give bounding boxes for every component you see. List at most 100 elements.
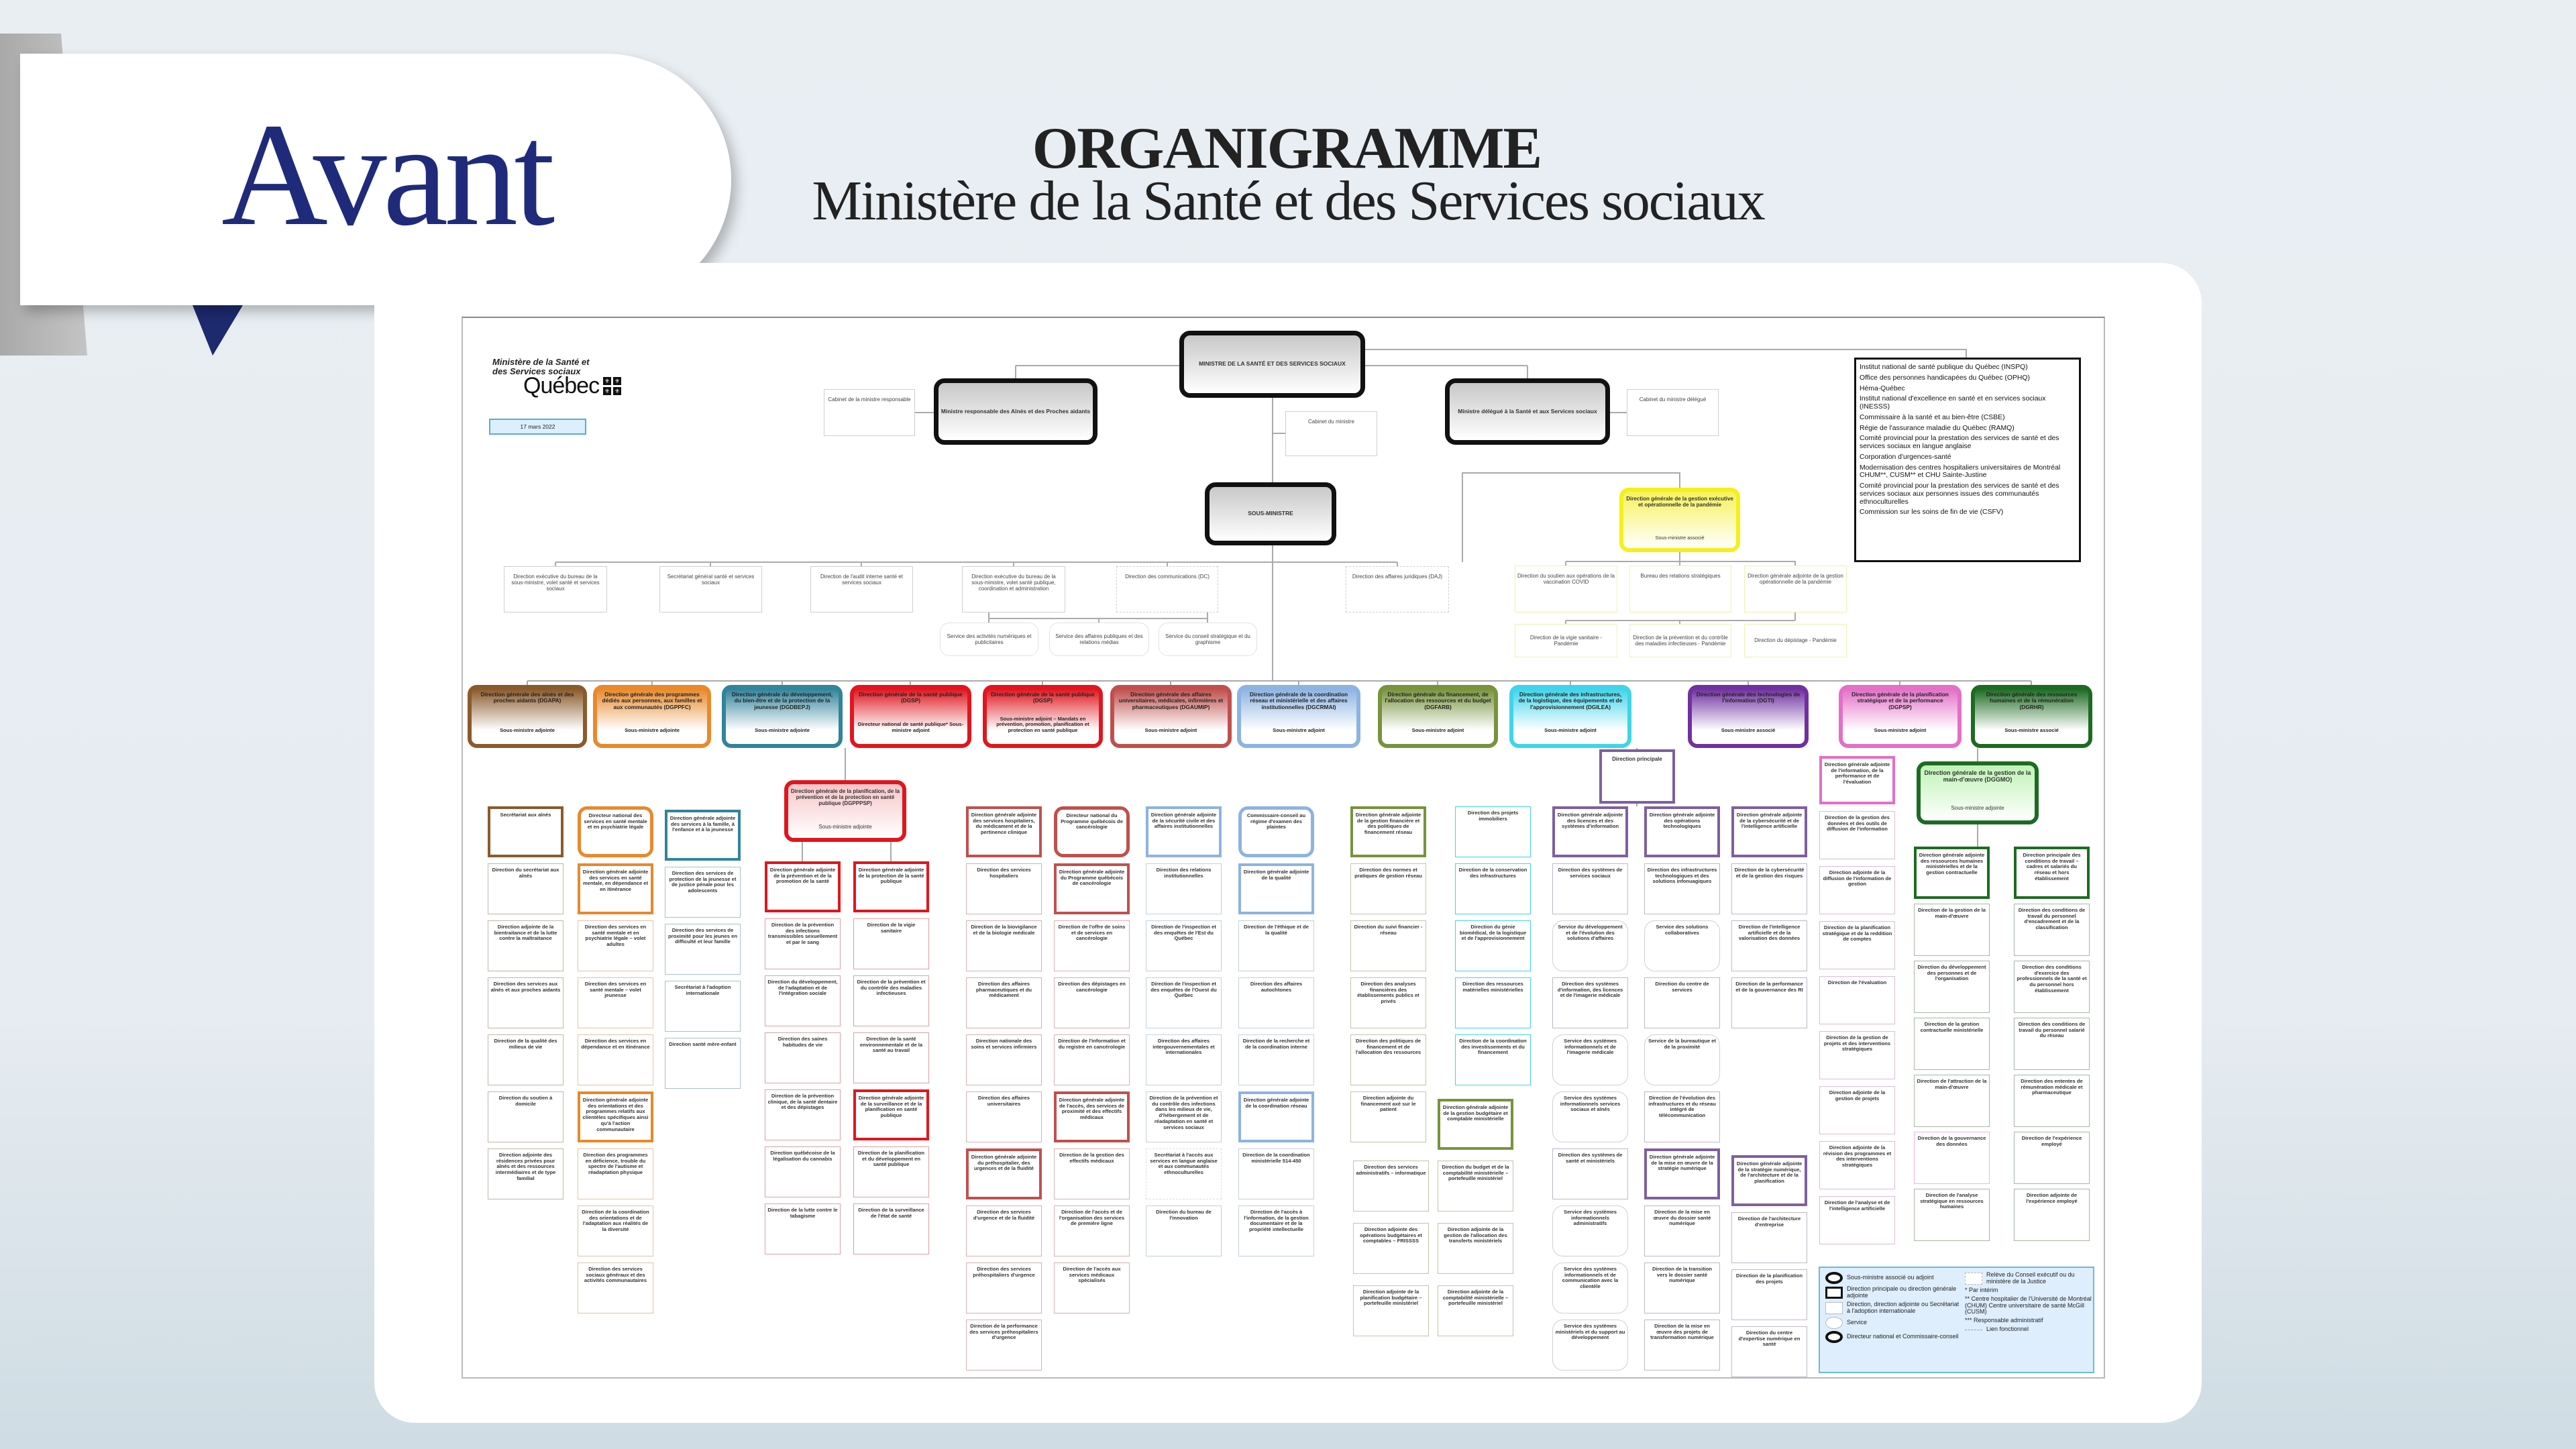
legend-label: Sous-ministre associé ou adjoint — [1847, 1274, 1934, 1281]
direction-box: Direction de l'accès aux services médica… — [1054, 1263, 1130, 1313]
direction-box: Direction de l'information et du registr… — [1054, 1034, 1130, 1085]
direction-box: Direction de la coordination des investi… — [1455, 1034, 1531, 1085]
direction-box: Direction du développement des personnes… — [1914, 961, 1990, 1013]
direction-box: Direction adjointe de la bientraitance e… — [488, 920, 564, 971]
direction-box: Direction des saines habitudes de vie — [765, 1032, 841, 1083]
dga-box: Direction générale adjointe des orientat… — [578, 1091, 653, 1142]
direction-box: Secrétariat à l'accès aux services en la… — [1146, 1148, 1222, 1199]
column-dgti-strategie: Direction générale adjointe de la straté… — [1731, 1155, 1807, 1377]
column-dgfarb-budget-right: Direction du budget et de la comptabilit… — [1438, 1161, 1513, 1336]
organisme-item: Institut national d'excellence en santé … — [1860, 395, 2046, 411]
direction-box: Direction des projets immobiliers — [1455, 806, 1531, 857]
dga-box: Direction générale adjointe de la sécuri… — [1146, 806, 1222, 857]
page-title: ORGANIGRAMME — [1032, 116, 1542, 181]
direction-box: Direction de la gestion contractuelle mi… — [1914, 1018, 1990, 1070]
dc-service: Service du conseil stratégique et du gra… — [1159, 623, 1257, 656]
organisme-item: Héma-Québec — [1860, 384, 1905, 392]
dggmo-title: Direction générale de la gestion de la m… — [1924, 769, 2031, 784]
dg-title: Direction générale des programmes dédiés… — [602, 691, 702, 710]
direction-box: Direction adjointe de la planification b… — [1353, 1285, 1429, 1336]
direction-box: Direction du soutien à domicile — [488, 1091, 564, 1142]
direction-box: Direction des dépistages en cancérologie — [1054, 977, 1130, 1028]
dg-title: Direction générale de la santé publique … — [859, 691, 963, 704]
column-dgpppsp-prevention: Direction générale adjointe de la préven… — [765, 861, 841, 1254]
dg-title: Direction générale des affaires universi… — [1118, 691, 1224, 710]
direction-box: Direction adjointe de la révision des pr… — [1819, 1141, 1895, 1189]
direction-box: Direction de la surveillance de l'état d… — [853, 1203, 929, 1254]
direction-box: Direction des services préhospitaliers d… — [966, 1263, 1042, 1313]
directeur-national-box: Directeur national du Programme québécoi… — [1054, 806, 1130, 857]
dg-subtitle: Sous-ministre adjointe — [625, 727, 680, 733]
direction-box: Direction adjointe de la gestion de proj… — [1819, 1086, 1895, 1134]
direction-box: Direction de la performance et de la gou… — [1731, 977, 1807, 1028]
direction-box: Direction de l'inspection et des enquête… — [1146, 977, 1222, 1028]
dg-subtitle: Directeur national de santé publique* So… — [857, 721, 964, 733]
dga-box: Direction générale adjointe des ressourc… — [1914, 847, 1990, 899]
direction-box: Direction des ententes de rémunération m… — [2014, 1075, 2090, 1127]
quebec-logo: Ministère de la Santé et des Services so… — [492, 358, 653, 399]
direction-box: Direction des services aux aînés et aux … — [488, 977, 564, 1028]
direction-generale-box: Direction générale des affaires universi… — [1110, 685, 1232, 748]
dg-subtitle: Sous-ministre adjoint – Mandats en préve… — [996, 715, 1089, 733]
dga-box: Direction générale adjointe du préhospit… — [966, 1148, 1042, 1199]
direction-box: Direction du génie biomédical, de la log… — [1455, 920, 1531, 971]
direction-box: Direction du centre de services — [1644, 977, 1720, 1028]
dga-box: Direction générale adjointe de la coordi… — [1238, 1091, 1314, 1142]
pandemic-direction: Direction de la prévention et du contrôl… — [1629, 624, 1731, 657]
direction-box: Direction de la gestion de projets et de… — [1819, 1031, 1895, 1079]
dg-title: Direction générale de la santé publique … — [991, 691, 1095, 704]
direction-generale-box: Direction générale du financement, de l'… — [1378, 685, 1498, 748]
direction-box: Direction des services sociaux généraux … — [578, 1263, 653, 1313]
direction-box: Direction de la recherche et de la coord… — [1238, 1034, 1314, 1085]
organisme-item: Commissaire à la santé et au bien-être (… — [1860, 413, 2005, 421]
direction-box: Direction de la gestion de la main-d'œuv… — [1914, 904, 1990, 956]
legend-dashed-square-icon — [1965, 1272, 1982, 1285]
dggmo-sub: Sous-ministre adjointe — [1951, 804, 2004, 811]
dg-subtitle: Sous-ministre adjointe — [755, 727, 810, 733]
column-dgpppsp-protection: Direction générale adjointe de la protec… — [853, 861, 929, 1254]
legend-label: Service — [1847, 1318, 1868, 1326]
column-dgaumip-hospitaliers: Direction générale adjointe des services… — [966, 806, 1042, 1371]
direction-box: Direction des programmes en déficience, … — [578, 1148, 653, 1199]
dg-subtitle: Sous-ministre adjoint — [1144, 727, 1197, 733]
legend-thick-square-icon — [1825, 1286, 1843, 1299]
legend-label: *** Responsable administratif — [1965, 1317, 2043, 1324]
direction-box: Direction de la prévention des infection… — [765, 918, 841, 969]
dg-subtitle: Sous-ministre adjointe — [500, 727, 555, 733]
dga-box: Direction générale adjointe du Programme… — [1054, 863, 1130, 914]
dg-subtitle: Sous-ministre associé — [1721, 727, 1776, 733]
direction-box: Direction des services de proximité pour… — [665, 924, 741, 975]
legend-label: * Par intérim — [1965, 1286, 1998, 1293]
cabinet-ministre-box: Cabinet du ministre — [1285, 411, 1377, 456]
dga-box: Direction générale adjointe de la protec… — [853, 861, 929, 912]
pandemic-dg-title: Direction générale de la gestion exécuti… — [1626, 496, 1733, 508]
direction-box: Direction de la transition vers le dossi… — [1644, 1263, 1720, 1313]
fleur-de-lis-icon: ⚜⚜⚜⚜ — [603, 377, 622, 396]
direction-box: Secrétariat à l'adoption internationale — [665, 981, 741, 1032]
dga-box: Direction générale adjointe de l'accès, … — [1054, 1091, 1130, 1142]
dg-subtitle: Sous-ministre adjoint — [1411, 727, 1464, 733]
direction-box: Direction des conditions d'exercice des … — [2014, 961, 2090, 1013]
minister-box: MINISTRE DE LA SANTÉ ET DES SERVICES SOC… — [1179, 331, 1365, 398]
dg-title: Direction générale du financement, de l'… — [1385, 691, 1491, 710]
direction-generale-box: Direction générale des programmes dédiés… — [593, 685, 711, 748]
dga-box: Direction générale adjointe de la mise e… — [1644, 1148, 1720, 1199]
column-dgti-licences: Direction générale adjointe des licences… — [1552, 806, 1628, 1371]
direction-box: Direction de l'évaluation — [1819, 976, 1895, 1024]
direction-box: Direction de la mise en œuvre des projet… — [1644, 1320, 1720, 1371]
column-dgfarb-financiere: Direction générale adjointe de la gestio… — [1350, 806, 1426, 1142]
dti-direction-principale: Direction principale — [1599, 749, 1675, 804]
direction-box: Direction adjointe de l'expérience emplo… — [2014, 1189, 2090, 1241]
organisme-item: Commission sur les soins de fin de vie (… — [1860, 508, 2004, 517]
service-box: Service des systèmes informationnels adm… — [1552, 1205, 1628, 1256]
direction-box: Direction de la performance des services… — [966, 1320, 1042, 1371]
direction-generale-box: Direction générale des ressources humain… — [1971, 685, 2092, 748]
pandemic-direction: Direction du soutien aux opérations de l… — [1515, 566, 1617, 612]
dga-box: Direction générale adjointe des services… — [578, 863, 653, 914]
direction-box: Direction québécoise de la légalisation … — [765, 1146, 841, 1197]
organisme-item: Modernisation des centres hospitaliers u… — [1860, 464, 2061, 480]
quebec-wordmark: Québec — [523, 373, 600, 399]
service-box: Service des systèmes informationnels et … — [1552, 1263, 1628, 1313]
direction-box: Direction de l'évolution des infrastruct… — [1644, 1091, 1720, 1142]
legend-thick-oval-icon — [1825, 1330, 1843, 1343]
